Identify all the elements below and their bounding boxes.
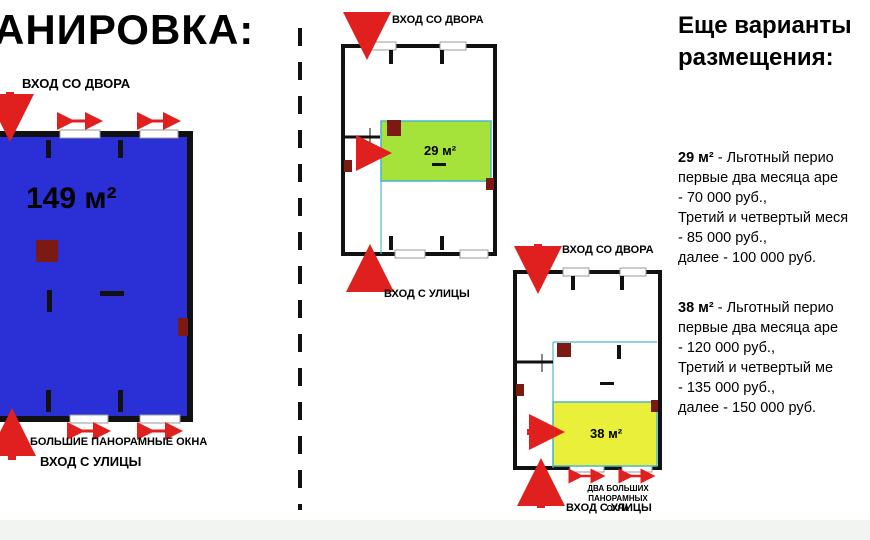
- offer-29-size: 29 м²: [678, 150, 714, 166]
- offer-38: 38 м² - Льготный перио первые два месяца…: [678, 298, 838, 418]
- plan-38-windows-line2: ОКНА: [606, 504, 630, 513]
- offer-38-line5: - 135 000 руб.,: [678, 380, 775, 396]
- offer-38-size: 38 м²: [678, 300, 714, 316]
- offer-38-line6: далее - 150 000 руб.: [678, 400, 817, 416]
- plan-large-column: [36, 240, 58, 262]
- offer-38-line4: Третий и четвертый ме: [678, 360, 834, 376]
- offer-29-line1: - Льготный перио: [713, 150, 834, 166]
- plan-large-floor: [0, 134, 190, 419]
- offer-29-line2: первые два месяца аре: [678, 170, 839, 186]
- plan-large-windows: БОЛЬШИЕ ПАНОРАМНЫЕ ОКНА: [30, 436, 208, 448]
- plan-38-entrance-top: ВХОД СО ДВОРА: [562, 244, 654, 256]
- plan-29: [341, 12, 497, 292]
- plan-large-entrance-top: ВХОД СО ДВОРА: [22, 76, 131, 91]
- offer-29: 29 м² - Льготный перио первые два месяца…: [678, 148, 848, 268]
- plan-29-entrance-top: ВХОД СО ДВОРА: [392, 14, 484, 26]
- plan-large: [0, 92, 193, 460]
- plan-38-windows: ДВА БОЛЬШИХ ПАНОРАМНЫХ ОКНА: [558, 484, 678, 514]
- side-title-line1: Еще варианты: [678, 12, 852, 39]
- plan-large-entrance-bottom: ВХОД С УЛИЦЫ: [40, 454, 142, 469]
- plan-38: [513, 244, 662, 508]
- side-title: Еще варианты размещения:: [678, 10, 852, 74]
- bottom-strip: [0, 520, 870, 540]
- offer-29-line4: Третий и четвертый меся: [678, 210, 849, 226]
- side-title-line2: размещения:: [678, 44, 834, 71]
- plan-38-floor: [552, 401, 658, 467]
- offer-29-line5: - 85 000 руб.,: [678, 230, 767, 246]
- offer-29-line6: далее - 100 000 руб.: [678, 250, 817, 266]
- plan-29-entrance-bottom: ВХОД С УЛИЦЫ: [384, 288, 470, 300]
- plan-38-entrance-bottom: ВХОД С УЛИЦЫ: [566, 502, 652, 514]
- offer-38-line3: - 120 000 руб.,: [678, 340, 775, 356]
- offer-29-line3: - 70 000 руб.,: [678, 190, 767, 206]
- plan-38-area: 38 м²: [590, 426, 623, 441]
- page-title: АНИРОВКА:: [0, 6, 255, 53]
- plan-29-area: 29 м²: [424, 143, 457, 158]
- offer-38-line1: - Льготный перио: [713, 300, 834, 316]
- plan-large-area: 149 м²: [26, 182, 117, 215]
- plan-38-windows-line1: ДВА БОЛЬШИХ ПАНОРАМНЫХ: [587, 484, 649, 503]
- offer-38-line2: первые два месяца аре: [678, 320, 839, 336]
